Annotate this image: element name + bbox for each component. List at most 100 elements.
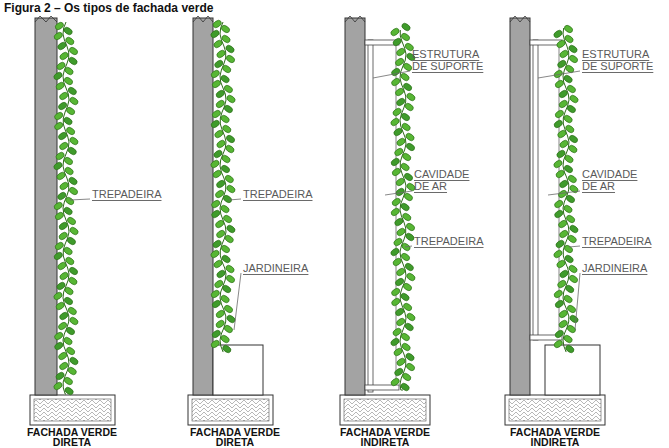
vine-leaf xyxy=(222,214,233,224)
vine-leaf xyxy=(64,36,75,46)
vine-leaf xyxy=(556,259,567,269)
vine-leaf xyxy=(555,169,566,179)
vine-leaf xyxy=(211,109,222,119)
panel-caption: FACHADA VERDE DIRETA xyxy=(180,427,290,447)
vine-leaf xyxy=(211,329,222,339)
vine-leaf xyxy=(563,74,574,84)
vine-leaf xyxy=(214,219,225,229)
vine-leaf xyxy=(402,82,413,92)
vine-leaf xyxy=(54,21,65,31)
vine-leaf xyxy=(565,194,576,204)
vine-leaf xyxy=(57,351,68,361)
vine-leaf xyxy=(404,102,415,112)
vine-leaf xyxy=(220,24,231,34)
vine-leaf xyxy=(390,377,401,387)
vine-leaf xyxy=(53,71,64,81)
vine-leaf xyxy=(53,341,64,351)
vine-leaf xyxy=(221,284,232,294)
vine-leaf xyxy=(405,312,416,322)
vine-leaf xyxy=(54,211,65,221)
vine-leaf xyxy=(225,184,236,194)
vine-leaf xyxy=(221,124,232,134)
vine-leaf xyxy=(69,226,80,236)
vine-leaf xyxy=(392,107,403,117)
vine-leaf xyxy=(63,246,74,256)
vine-leaf xyxy=(400,292,411,302)
vine-leaf xyxy=(553,249,564,259)
vine-leaf xyxy=(64,66,75,76)
vine-leaf xyxy=(215,319,226,329)
vine-leaf xyxy=(58,141,69,151)
vine-leaf xyxy=(556,279,567,289)
vine-leaf xyxy=(210,199,221,209)
vine-leaf xyxy=(64,166,75,176)
vine-leaf xyxy=(553,209,564,219)
vine-leaf xyxy=(224,234,235,244)
vine-leaf xyxy=(394,277,405,287)
vine-leaf xyxy=(553,339,564,349)
vine-leaf xyxy=(556,149,567,159)
vine-leaf xyxy=(395,47,406,57)
vine-leaf xyxy=(213,279,224,289)
vine-leaf xyxy=(68,356,79,366)
vine-leaf xyxy=(55,81,66,91)
vine-leaf xyxy=(565,214,576,224)
vine-leaf xyxy=(556,129,567,139)
vine-leaf xyxy=(401,152,412,162)
vine-leaf xyxy=(224,174,235,184)
vine-leaf xyxy=(213,259,224,269)
vine-leaf xyxy=(405,132,416,142)
vine-leaf xyxy=(68,96,79,106)
vine-leaf xyxy=(401,212,412,222)
vine-leaf xyxy=(215,179,226,189)
vine-leaf xyxy=(404,262,415,272)
vine-leaf xyxy=(396,357,407,367)
vine-leaf xyxy=(566,104,577,114)
part-label: TREPADEIRA xyxy=(582,235,662,247)
part-label: TREPADEIRA xyxy=(414,235,494,247)
vine-leaf xyxy=(225,224,236,234)
vine-leaf xyxy=(404,232,415,242)
vine-leaf xyxy=(401,342,412,352)
vine-leaf xyxy=(56,261,67,271)
vine-leaf xyxy=(56,61,67,71)
vine-leaf xyxy=(215,99,226,109)
vine-leaf xyxy=(392,327,403,337)
vine-leaf xyxy=(53,201,64,211)
vine-leaf xyxy=(67,86,78,96)
vine-leaf xyxy=(558,99,569,109)
vine-leaf xyxy=(53,111,64,121)
vine-leaf xyxy=(55,371,66,381)
part-label: ESTRUTURA DE SUPORTE xyxy=(582,48,658,72)
vine-leaf xyxy=(568,54,579,64)
vine-leaf xyxy=(558,319,569,329)
vine-leaf xyxy=(567,144,578,154)
vine-leaf xyxy=(394,307,405,317)
vine-leaf xyxy=(68,56,79,66)
leader-line xyxy=(385,191,412,195)
vine-leaf xyxy=(393,367,404,377)
vine-leaf xyxy=(405,92,416,102)
vine-leaf xyxy=(564,284,575,294)
vine-leaf xyxy=(395,267,406,277)
vine-leaf xyxy=(214,189,225,199)
vine-leaf xyxy=(563,24,574,34)
vine-leaf xyxy=(405,222,416,232)
vine-leaf xyxy=(400,382,411,392)
vine-leaf xyxy=(563,294,574,304)
vine-leaf xyxy=(65,326,76,336)
vine-leaf xyxy=(564,124,575,134)
leader-line xyxy=(234,273,241,330)
vine-leaf xyxy=(58,361,69,371)
vine-leaf xyxy=(559,139,570,149)
vine-leaf xyxy=(554,329,565,339)
vine-leaf xyxy=(402,282,413,292)
vine-leaf xyxy=(403,192,414,202)
vine-leaf xyxy=(225,264,236,274)
vine-leaf xyxy=(556,59,567,69)
vine-leaf xyxy=(225,54,236,64)
vine-leaf xyxy=(63,206,74,216)
vine-leaf xyxy=(403,172,414,182)
vine-leaf xyxy=(58,91,69,101)
